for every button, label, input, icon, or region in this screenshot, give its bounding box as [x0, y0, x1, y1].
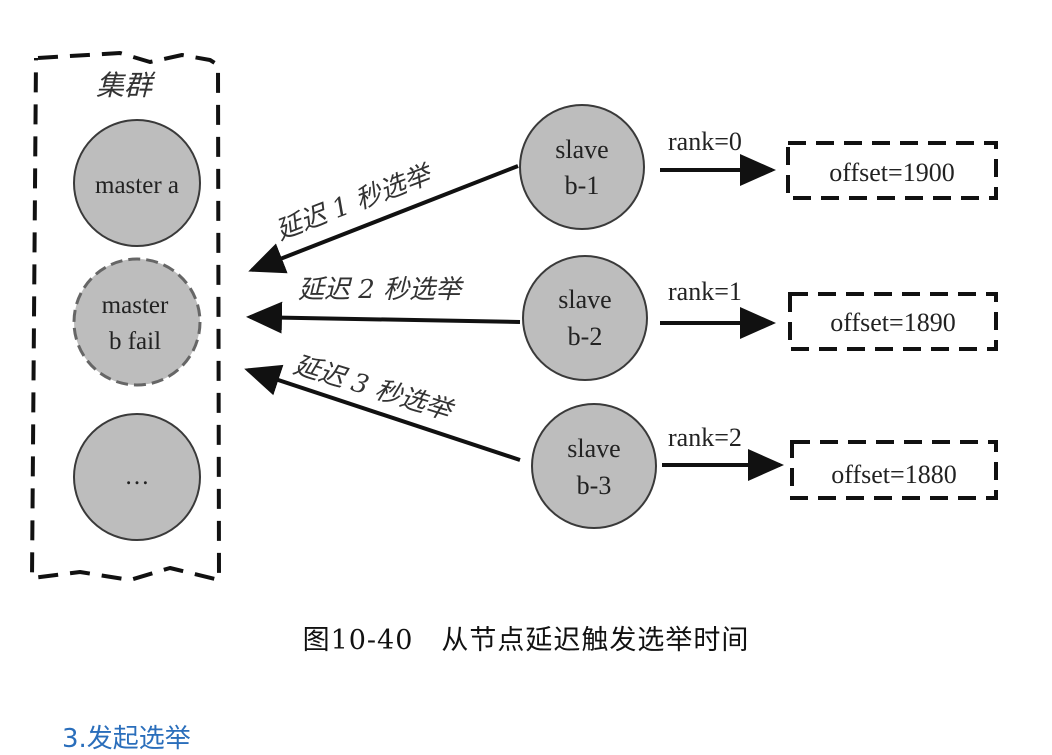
slave-b1-rank-label: rank=0: [668, 127, 742, 156]
slave-b2-delay-label: 延迟 2 秒选举: [298, 275, 464, 305]
slave-b1-label-line1: slave: [555, 135, 608, 164]
slave-b3-rank-label: rank=2: [668, 423, 742, 452]
master-a-circle: [73, 119, 201, 247]
slave-b1-delay-arrow: [248, 164, 519, 274]
section-heading[interactable]: 3.发起选举: [62, 724, 191, 754]
slave-b3-label-line2: b-3: [577, 471, 612, 500]
slave-b1-node: slave b-1: [519, 104, 645, 230]
slave-b2-rank-label: rank=1: [668, 277, 742, 306]
failover-diagram: 集群 master a master b fail … slave b-1 延迟…: [30, 51, 998, 582]
slave-b2-offset-label: offset=1890: [830, 308, 955, 337]
slave-b2-label-line1: slave: [558, 285, 611, 314]
cluster-border: [30, 51, 221, 582]
master-other-circle: [73, 413, 201, 541]
slave-b3-circle: [531, 403, 657, 529]
slave-b1-offset-label: offset=1900: [829, 158, 954, 187]
slave-b2-node: slave b-2: [522, 255, 648, 381]
slave-b3-offset-box: [790, 440, 998, 500]
cluster-label: 集群: [96, 69, 156, 102]
slave-b3-node: slave b-3: [531, 403, 657, 529]
master-b-label-line2: b fail: [109, 328, 161, 355]
slave-b1-delay-label: 延迟 1 秒选举: [272, 159, 438, 247]
slave-b3-delay-arrow: [244, 364, 521, 462]
slave-b1-label-line2: b-1: [565, 171, 600, 200]
slave-b3-offset-label: offset=1880: [831, 460, 956, 489]
master-other-label: …: [125, 463, 150, 490]
master-other-node: …: [73, 413, 201, 541]
slave-b3-label-line1: slave: [567, 434, 620, 463]
master-b-circle: [72, 257, 202, 387]
slave-b1-circle: [519, 104, 645, 230]
slave-b2-offset-box: [788, 292, 998, 351]
slave-b3-delay-label: 延迟 3 秒选举: [290, 350, 458, 427]
cluster-container: 集群: [30, 51, 221, 582]
master-b-label-line1: master: [102, 292, 169, 319]
master-a-label: master a: [95, 172, 179, 199]
slave-b1-offset-box: [786, 141, 998, 200]
slave-b2-circle: [522, 255, 648, 381]
figure-caption: 图10-40 从节点延迟触发选举时间: [302, 625, 750, 656]
slave-b2-label-line2: b-2: [568, 322, 603, 351]
master-b-node: master b fail: [72, 257, 202, 387]
slave-b2-delay-arrow: [246, 301, 521, 334]
master-a-node: master a: [73, 119, 201, 247]
